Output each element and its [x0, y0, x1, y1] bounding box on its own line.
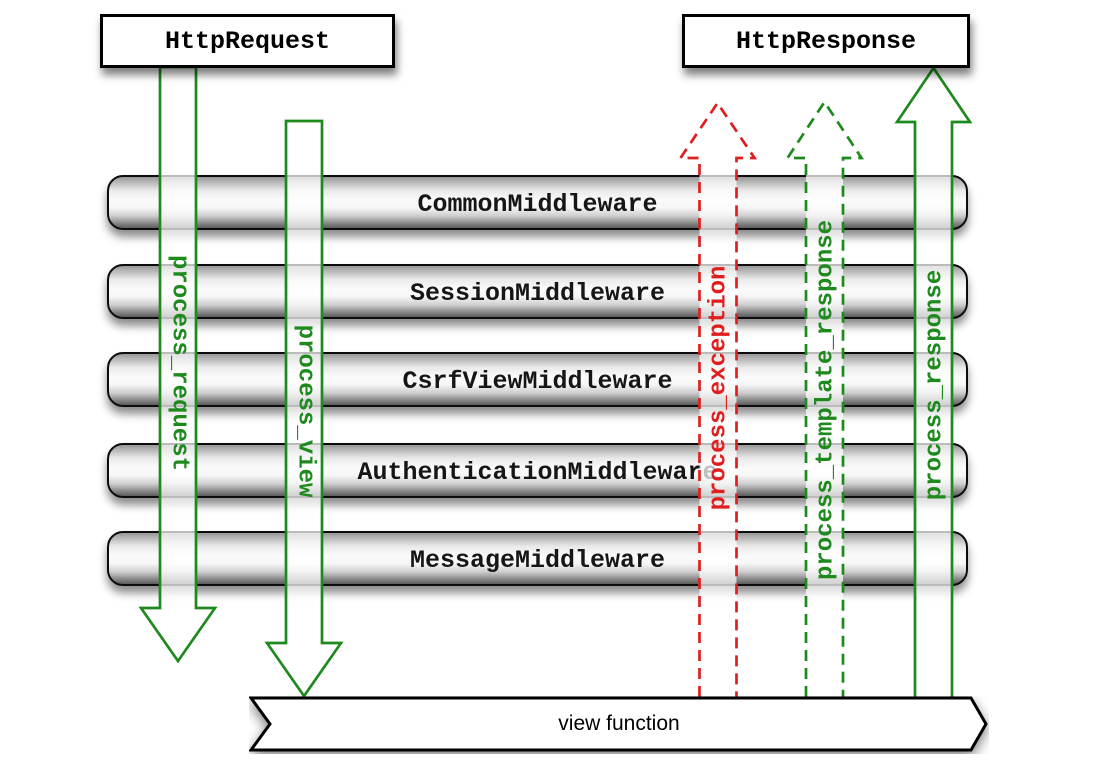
process-exception-label: process_exception [705, 265, 733, 511]
middleware-label: CommonMiddleware [417, 190, 658, 219]
process-exception-arrow [677, 100, 758, 697]
process-response-label: process_response [921, 269, 949, 501]
middleware-label: SessionMiddleware [409, 279, 666, 308]
http-response-box: HttpResponse [682, 14, 970, 68]
process-view-label: process_view [291, 324, 319, 498]
middleware-label: MessageMiddleware [409, 546, 666, 575]
process-template-response-label: process_template_response [812, 219, 840, 581]
view-function-label: view function [558, 712, 680, 735]
middleware-label: AuthenticationMiddleware [357, 458, 718, 487]
middleware-label: CsrfViewMiddleware [402, 367, 673, 396]
process-request-arrow [138, 65, 218, 664]
process-template-response-arrow [784, 99, 865, 697]
http-request-box: HttpRequest [100, 14, 395, 68]
view-function-banner [249, 696, 988, 752]
process-response-arrow [894, 65, 973, 697]
process-view-arrow [264, 119, 344, 699]
banner-shape [249, 696, 988, 752]
process-request-label: process_request [165, 254, 193, 472]
